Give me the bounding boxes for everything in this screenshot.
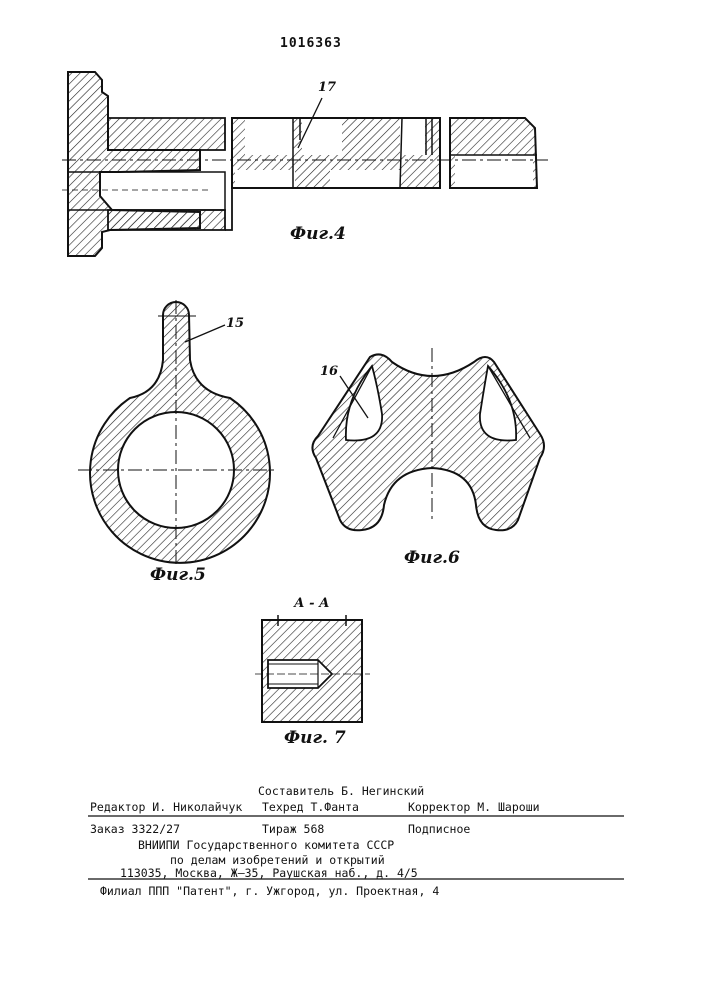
figure-7-drawing xyxy=(255,615,370,722)
footer-editor: Редактор И. Николайчук xyxy=(90,800,242,814)
section-label-aa: А - А xyxy=(294,596,330,611)
reference-label-17: 17 xyxy=(318,80,336,95)
footer-compiler: Составитель Б. Негинский xyxy=(258,784,424,798)
figure-5-drawing xyxy=(78,300,275,565)
reference-label-15: 15 xyxy=(226,316,244,331)
footer-order: Заказ 3322/27 xyxy=(90,822,180,836)
footer-subscription: Подписное xyxy=(408,822,470,836)
figure-5-caption: Фиг.5 xyxy=(150,565,206,585)
figure-7-caption: Фиг. 7 xyxy=(284,728,346,748)
footer-techred: Техред Т.Фанта xyxy=(262,800,359,814)
footer-branch: Филиал ППП "Патент", г. Ужгород, ул. Про… xyxy=(100,884,439,898)
figure-4-caption: Фиг.4 xyxy=(290,224,346,244)
footer-circulation: Тираж 568 xyxy=(262,822,324,836)
patent-number: 1016363 xyxy=(280,36,342,51)
footer-address: 113035, Москва, Ж–35, Раушская наб., д. … xyxy=(120,866,418,880)
footer-corrector: Корректор М. Шароши xyxy=(408,800,540,814)
footer-department: по делам изобретений и открытий xyxy=(170,853,385,867)
figure-6-caption: Фиг.6 xyxy=(404,548,460,568)
reference-label-16: 16 xyxy=(320,364,338,379)
figure-6-drawing xyxy=(312,348,544,530)
footer-institute: ВНИИПИ Государственного комитета СССР xyxy=(138,838,394,852)
